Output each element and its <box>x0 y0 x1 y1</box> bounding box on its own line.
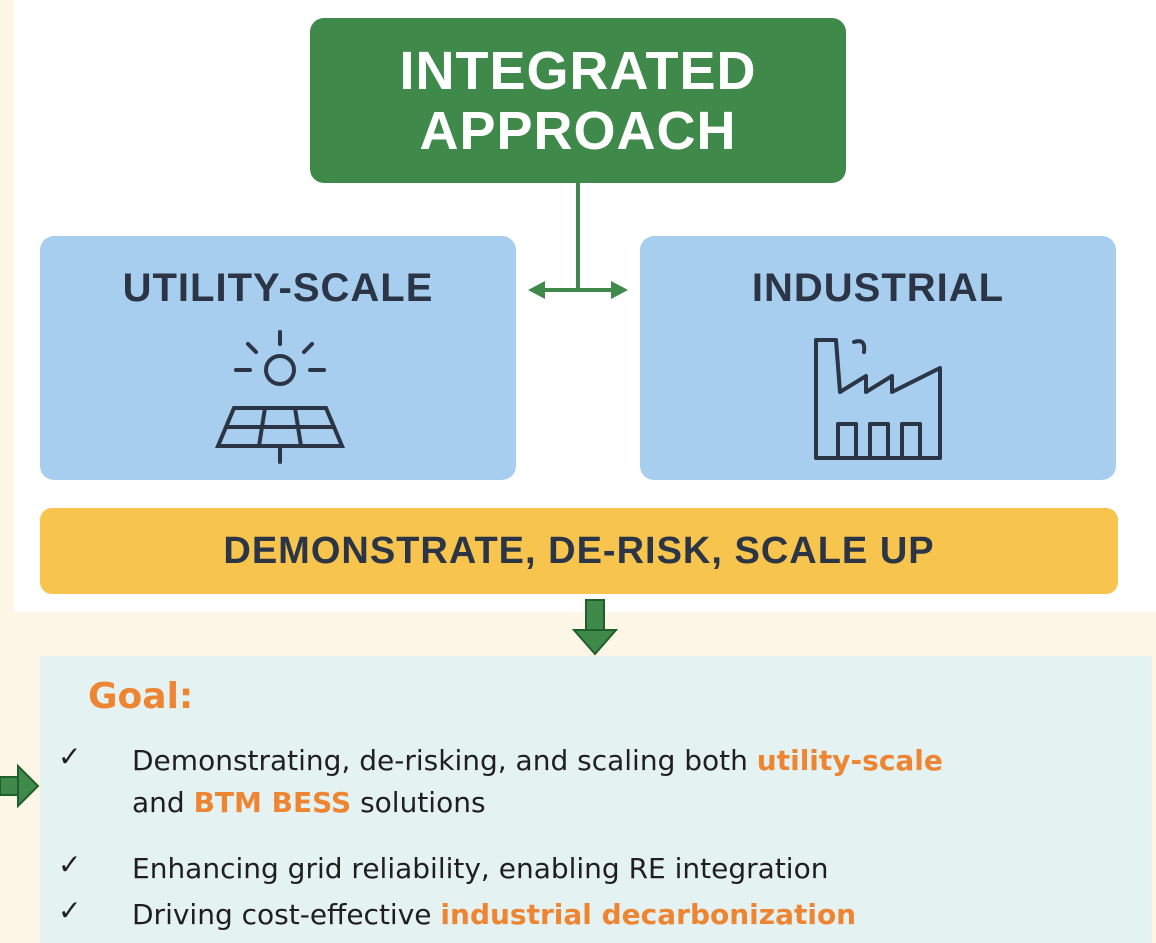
industrial-box: INDUSTRIAL <box>640 236 1116 480</box>
right-arrow-icon <box>0 763 40 809</box>
integrated-approach-label: INTEGRATED APPROACH <box>399 40 757 161</box>
left-arrowhead <box>528 281 545 299</box>
banner-label: DEMONSTRATE, DE-RISK, SCALE UP <box>223 529 935 572</box>
down-arrow-icon <box>571 599 619 656</box>
right-arrowhead <box>611 281 628 299</box>
goal-title: Goal: <box>88 676 194 717</box>
goal-item-1-highlight-btm: BTM BESS <box>193 786 352 819</box>
goal-item-1-tail: solutions <box>351 786 486 819</box>
integrated-approach-box: INTEGRATED APPROACH <box>310 18 846 183</box>
utility-scale-box: UTILITY-SCALE <box>40 236 516 480</box>
check-icon: ✓ <box>58 894 82 927</box>
utility-scale-label: UTILITY-SCALE <box>122 266 434 310</box>
factory-icon <box>814 338 942 460</box>
industrial-label: INDUSTRIAL <box>751 266 1005 310</box>
goal-item-1-highlight-utility: utility-scale <box>756 744 943 777</box>
goal-item-3-highlight: industrial decarbonization <box>440 898 857 931</box>
goal-item-2-text: Enhancing grid reliability, enabling RE … <box>132 852 829 885</box>
goal-item-1-text: Demonstrating, de-risking, and scaling b… <box>132 744 757 777</box>
goal-item-1-and: and <box>132 786 194 819</box>
demonstrate-banner: DEMONSTRATE, DE-RISK, SCALE UP <box>40 508 1118 594</box>
goal-panel <box>40 656 1152 943</box>
goal-item-3-text: Driving cost-effective <box>132 898 441 931</box>
check-icon: ✓ <box>58 848 82 881</box>
solar-panel-icon <box>214 330 346 464</box>
check-icon: ✓ <box>58 740 82 773</box>
